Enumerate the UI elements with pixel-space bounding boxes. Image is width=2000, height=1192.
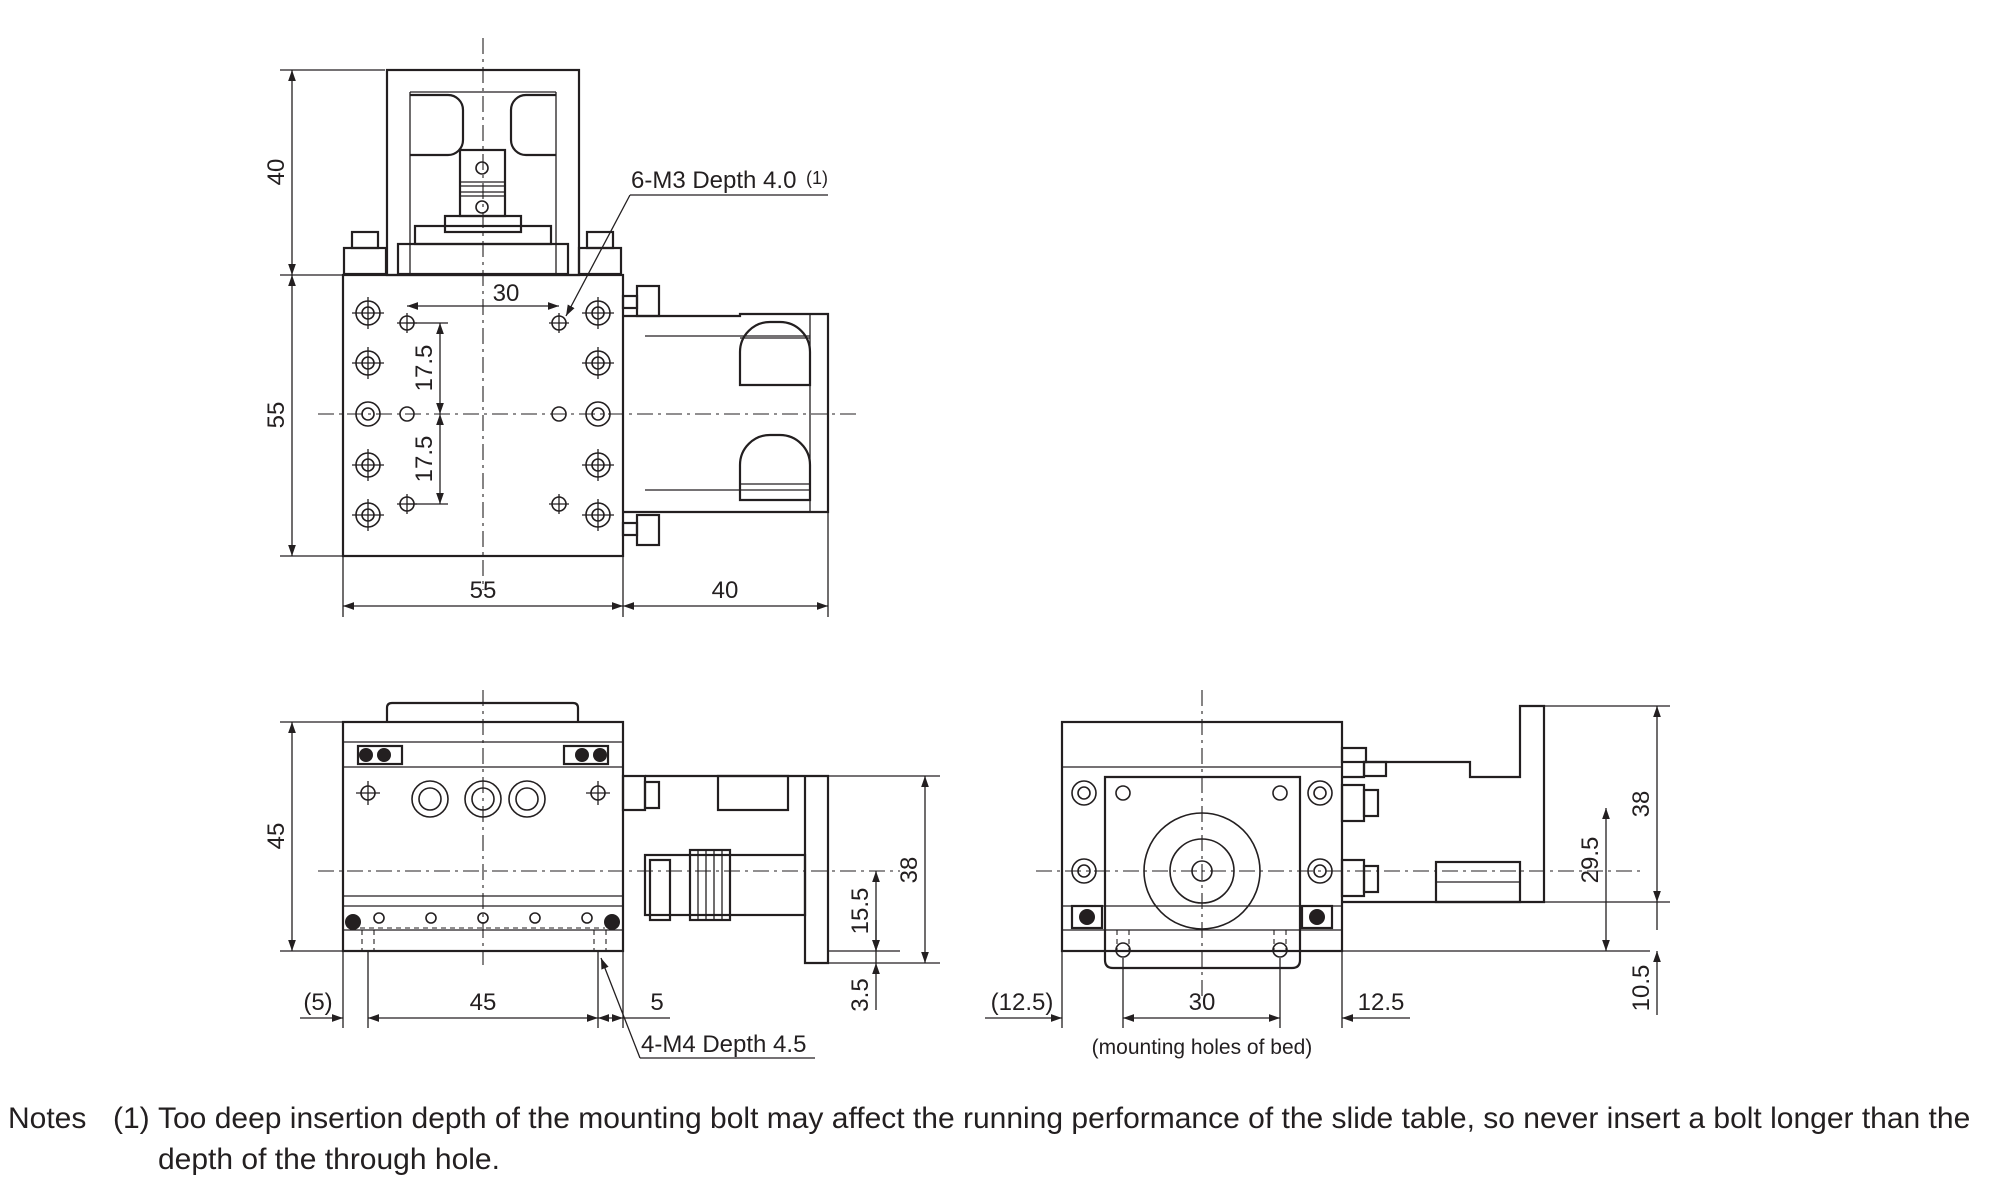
- dim-top-stage-width: 55: [470, 577, 497, 604]
- dim-front-end-offset: 5: [650, 989, 663, 1016]
- dim-top-stage-height: 55: [263, 402, 290, 429]
- dim-top-motor-width: 40: [712, 577, 739, 604]
- notes-marker: (1): [113, 1102, 150, 1135]
- caption-side-mounting-holes: (mounting holes of bed): [1092, 1036, 1313, 1059]
- front-view: 45 38 15.5 3.5 (5) 45 5 4-M4 Depth 4.5: [263, 690, 940, 1059]
- dim-front-height: 45: [263, 823, 290, 850]
- dim-front-hole-pitch: 45: [470, 989, 497, 1016]
- counterbore-hole-group: [352, 297, 614, 531]
- dim-hole-pitch-y-lower: 17.5: [411, 436, 438, 483]
- callout-top-note-ref: (1): [806, 168, 828, 188]
- dim-side-base: 10.5: [1628, 965, 1655, 1012]
- callout-top-tapped-holes: 6-M3 Depth 4.0: [631, 167, 796, 194]
- dim-front-offset: (5): [303, 989, 332, 1016]
- notes-text: Too deep insertion depth of the mounting…: [158, 1102, 1971, 1176]
- side-view: (12.5) 30 12.5 (mounting holes of bed) 3…: [985, 690, 1670, 1059]
- dim-front-motor-height: 38: [896, 857, 923, 884]
- callout-front-tapped-holes: 4-M4 Depth 4.5: [641, 1031, 806, 1058]
- dim-front-motor-base: 3.5: [847, 978, 874, 1011]
- top-view: 40 55 55 40 30 17.5 17.5 6-M3 Depth 4.0 …: [263, 38, 858, 617]
- dim-side-height: 38: [1628, 791, 1655, 818]
- notes-label: Notes: [8, 1102, 87, 1135]
- dim-side-axis-height: 29.5: [1577, 837, 1604, 884]
- dim-front-motor-axis: 15.5: [847, 888, 874, 935]
- dim-side-right-offset: 12.5: [1358, 989, 1405, 1016]
- dim-hole-pitch-x: 30: [493, 280, 520, 307]
- dim-side-hole-pitch: 30: [1189, 989, 1216, 1016]
- dim-side-left-offset: (12.5): [991, 989, 1054, 1016]
- dim-hole-pitch-y-upper: 17.5: [411, 345, 438, 392]
- dim-top-motor-height: 40: [263, 159, 290, 186]
